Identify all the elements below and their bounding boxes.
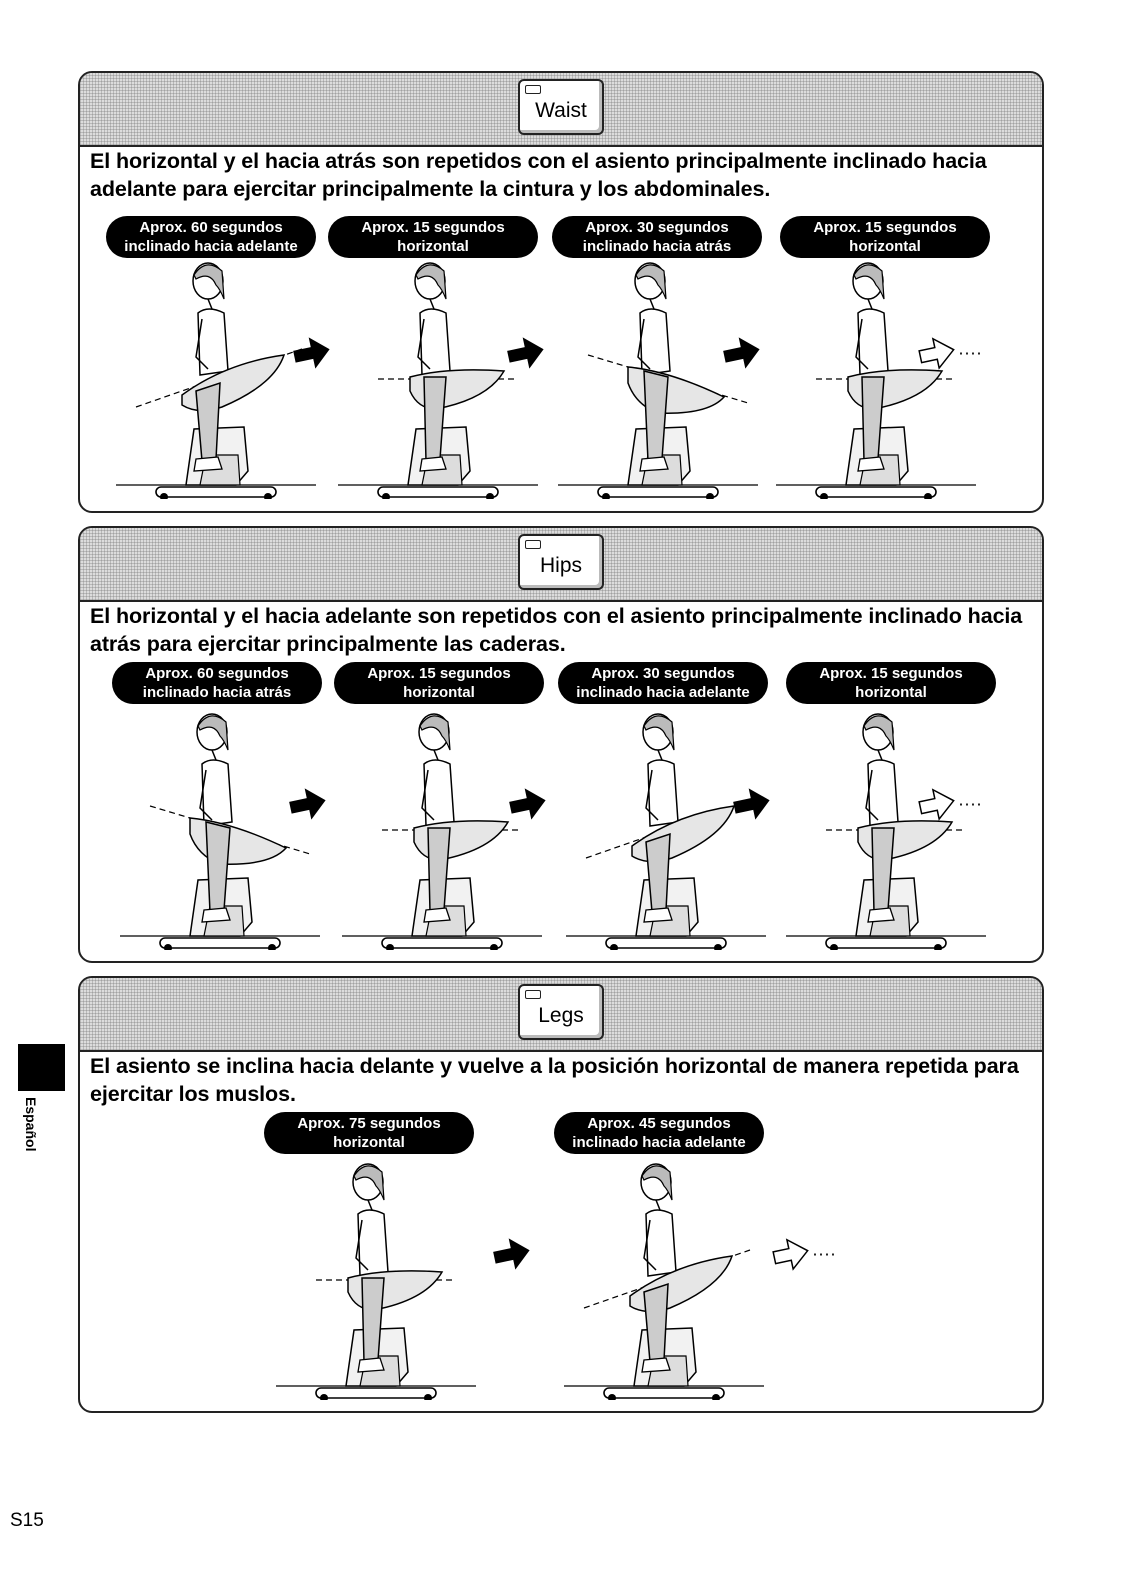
step-duration: Aprox. 15 segundos [361,219,505,236]
legs-panel: Legs El asiento se inclina hacia delante… [78,976,1044,1413]
waist-step-2-figure [338,259,538,499]
step-duration: Aprox. 75 segundos [297,1115,441,1132]
step-duration: Aprox. 15 segundos [367,665,511,682]
hips-mode-label: Hips [539,554,582,577]
next-step-arrow-icon [506,335,546,371]
step-duration: Aprox. 45 segundos [587,1115,731,1132]
mode-indicator-led-icon [525,990,541,999]
page-number: S15 [10,1510,44,1531]
waist-mode-label: Waist [535,99,587,122]
step-duration: Aprox. 60 segundos [139,219,283,236]
step-position: horizontal [849,238,921,255]
step-position: horizontal [333,1134,405,1151]
hips-step-1-pill: Aprox. 60 segundos inclinado hacia atrás [112,662,322,704]
waist-step-4-figure [776,259,976,499]
hips-panel: Hips El horizontal y el hacia adelante s… [78,526,1044,963]
continue-dots: ···· [812,1243,836,1264]
mode-indicator-led-icon [525,85,541,94]
continue-dots: ···· [958,342,982,363]
step-position: horizontal [403,684,475,701]
next-step-arrow-icon [492,1236,532,1272]
step-position: horizontal [855,684,927,701]
waist-step-2-pill: Aprox. 15 segundos horizontal [328,216,538,258]
legs-step-2-figure [564,1160,764,1400]
repeat-indicator: ···· [918,335,982,371]
hips-description: El horizontal y el hacia adelante son re… [90,604,1023,656]
step-duration: Aprox. 30 segundos [591,665,735,682]
waist-step-1-figure [116,259,316,499]
legs-mode-button: Legs [518,984,604,1040]
waist-step-3-pill: Aprox. 30 segundos inclinado hacia atrás [552,216,762,258]
next-step-arrow-icon [508,786,548,822]
step-duration: Aprox. 30 segundos [585,219,729,236]
next-step-arrow-icon [722,335,762,371]
mode-indicator-led-icon [525,540,541,549]
waist-panel-header: Waist [80,73,1042,147]
hips-step-2-pill: Aprox. 15 segundos horizontal [334,662,544,704]
waist-panel: Waist El horizontal y el hacia atrás son… [78,71,1044,513]
legs-step-2-pill: Aprox. 45 segundos inclinado hacia adela… [554,1112,764,1154]
step-position: inclinado hacia atrás [582,238,732,255]
repeat-indicator: ···· [772,1236,836,1272]
hips-mode-button: Hips [518,534,604,590]
legs-mode-label: Legs [538,1004,584,1027]
step-duration: Aprox. 15 segundos [819,665,963,682]
hips-step-2-figure [342,710,542,950]
language-tab-label: Español [23,1097,39,1152]
hips-panel-header: Hips [80,528,1042,602]
step-position: inclinado hacia adelante [572,1134,746,1151]
step-duration: Aprox. 15 segundos [813,219,957,236]
step-position: inclinado hacia adelante [576,684,750,701]
legs-step-1-pill: Aprox. 75 segundos horizontal [264,1112,474,1154]
hips-step-4-figure [786,710,986,950]
hips-step-3-pill: Aprox. 30 segundos inclinado hacia adela… [558,662,768,704]
legs-description: El asiento se inclina hacia delante y vu… [90,1054,1019,1106]
waist-description: El horizontal y el hacia atrás son repet… [90,149,987,201]
step-duration: Aprox. 60 segundos [145,665,289,682]
waist-step-4-pill: Aprox. 15 segundos horizontal [780,216,990,258]
language-tab-marker [18,1044,65,1091]
next-step-arrow-icon [292,335,332,371]
step-position: inclinado hacia adelante [124,238,298,255]
hips-step-4-pill: Aprox. 15 segundos horizontal [786,662,996,704]
repeat-arrow-icon [918,786,958,822]
repeat-arrow-icon [772,1236,812,1272]
repeat-indicator: ···· [918,786,982,822]
next-step-arrow-icon [288,786,328,822]
waist-mode-button: Waist [518,79,604,135]
waist-step-1-pill: Aprox. 60 segundos inclinado hacia adela… [106,216,316,258]
continue-dots: ···· [958,793,982,814]
legs-panel-header: Legs [80,978,1042,1052]
next-step-arrow-icon [732,786,772,822]
legs-step-1-figure [276,1160,476,1400]
hips-step-1-figure [120,710,320,950]
waist-step-3-figure [558,259,758,499]
hips-step-3-figure [566,710,766,950]
step-position: horizontal [397,238,469,255]
repeat-arrow-icon [918,335,958,371]
step-position: inclinado hacia atrás [142,684,292,701]
